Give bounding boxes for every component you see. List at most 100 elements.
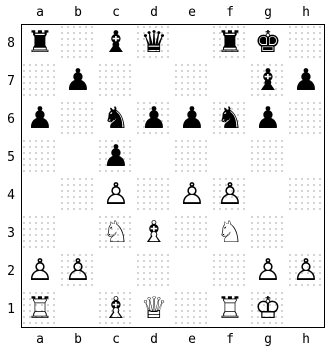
- file-label-top-b: b: [59, 6, 97, 19]
- white-queen-icon: ♕: [135, 290, 173, 328]
- square-a3: [21, 214, 59, 252]
- square-a6: ♟: [21, 100, 59, 138]
- white-pawn-icon: ♙: [59, 252, 97, 290]
- white-rook-icon: ♖: [21, 290, 59, 328]
- rank-label-7: 7: [4, 75, 18, 88]
- white-pawn-icon: ♙: [21, 252, 59, 290]
- square-b8: [59, 24, 97, 62]
- square-a2: ♙: [21, 252, 59, 290]
- square-c7: [97, 62, 135, 100]
- square-d4: [135, 176, 173, 214]
- square-h1: [287, 290, 325, 328]
- square-c4: ♙: [97, 176, 135, 214]
- file-label-bottom-c: c: [97, 333, 135, 346]
- white-pawn-icon: ♙: [211, 176, 249, 214]
- square-a5: [21, 138, 59, 176]
- square-h4: [287, 176, 325, 214]
- white-rook-icon: ♖: [211, 290, 249, 328]
- black-pawn-icon: ♟: [287, 62, 325, 100]
- black-pawn-icon: ♟: [173, 100, 211, 138]
- square-c6: ♞: [97, 100, 135, 138]
- rank-label-3: 3: [4, 227, 18, 240]
- rank-label-4: 4: [4, 189, 18, 202]
- square-h2: ♙: [287, 252, 325, 290]
- black-pawn-icon: ♟: [249, 100, 287, 138]
- square-a8: ♜: [21, 24, 59, 62]
- square-f4: ♙: [211, 176, 249, 214]
- black-bishop-icon: ♝: [249, 62, 287, 100]
- square-c5: ♟: [97, 138, 135, 176]
- square-b2: ♙: [59, 252, 97, 290]
- square-g5: [249, 138, 287, 176]
- square-d7: [135, 62, 173, 100]
- square-e8: [173, 24, 211, 62]
- square-d8: ♛: [135, 24, 173, 62]
- square-f6: ♞: [211, 100, 249, 138]
- black-king-icon: ♚: [249, 24, 287, 62]
- file-label-bottom-h: h: [287, 333, 325, 346]
- file-label-top-d: d: [135, 6, 173, 19]
- white-pawn-icon: ♙: [97, 176, 135, 214]
- file-label-bottom-f: f: [211, 333, 249, 346]
- white-king-icon: ♔: [249, 290, 287, 328]
- square-g2: ♙: [249, 252, 287, 290]
- square-g4: [249, 176, 287, 214]
- square-d6: ♟: [135, 100, 173, 138]
- square-h6: [287, 100, 325, 138]
- square-f7: [211, 62, 249, 100]
- square-f1: ♖: [211, 290, 249, 328]
- square-e6: ♟: [173, 100, 211, 138]
- square-g8: ♚: [249, 24, 287, 62]
- square-b1: [59, 290, 97, 328]
- square-h5: [287, 138, 325, 176]
- file-label-bottom-e: e: [173, 333, 211, 346]
- black-queen-icon: ♛: [135, 24, 173, 62]
- square-e1: [173, 290, 211, 328]
- square-b3: [59, 214, 97, 252]
- square-c3: ♘: [97, 214, 135, 252]
- file-label-top-f: f: [211, 6, 249, 19]
- rank-label-2: 2: [4, 265, 18, 278]
- black-bishop-icon: ♝: [97, 24, 135, 62]
- square-a4: [21, 176, 59, 214]
- white-knight-icon: ♘: [97, 214, 135, 252]
- square-c1: ♗: [97, 290, 135, 328]
- rank-label-5: 5: [4, 151, 18, 164]
- black-pawn-icon: ♟: [21, 100, 59, 138]
- square-f8: ♜: [211, 24, 249, 62]
- square-b7: ♟: [59, 62, 97, 100]
- black-rook-icon: ♜: [211, 24, 249, 62]
- square-d2: [135, 252, 173, 290]
- square-h3: [287, 214, 325, 252]
- square-b4: [59, 176, 97, 214]
- square-e5: [173, 138, 211, 176]
- square-c8: ♝: [97, 24, 135, 62]
- black-knight-icon: ♞: [211, 100, 249, 138]
- white-bishop-icon: ♗: [135, 214, 173, 252]
- square-g1: ♔: [249, 290, 287, 328]
- file-label-top-e: e: [173, 6, 211, 19]
- square-g6: ♟: [249, 100, 287, 138]
- file-label-bottom-b: b: [59, 333, 97, 346]
- square-d1: ♕: [135, 290, 173, 328]
- square-e2: [173, 252, 211, 290]
- black-rook-icon: ♜: [21, 24, 59, 62]
- square-c2: [97, 252, 135, 290]
- square-e3: [173, 214, 211, 252]
- white-pawn-icon: ♙: [287, 252, 325, 290]
- black-pawn-icon: ♟: [59, 62, 97, 100]
- chess-board: ♜♝♛♜♚♟♝♟♟♞♟♟♞♟♟♙♙♙♘♗♘♙♙♙♙♖♗♕♖♔: [21, 24, 325, 328]
- square-g3: [249, 214, 287, 252]
- square-b5: [59, 138, 97, 176]
- file-label-bottom-d: d: [135, 333, 173, 346]
- file-label-top-a: a: [21, 6, 59, 19]
- white-pawn-icon: ♙: [173, 176, 211, 214]
- file-label-top-c: c: [97, 6, 135, 19]
- file-label-bottom-a: a: [21, 333, 59, 346]
- square-f5: [211, 138, 249, 176]
- black-pawn-icon: ♟: [97, 138, 135, 176]
- rank-label-1: 1: [4, 303, 18, 316]
- square-a7: [21, 62, 59, 100]
- square-d3: ♗: [135, 214, 173, 252]
